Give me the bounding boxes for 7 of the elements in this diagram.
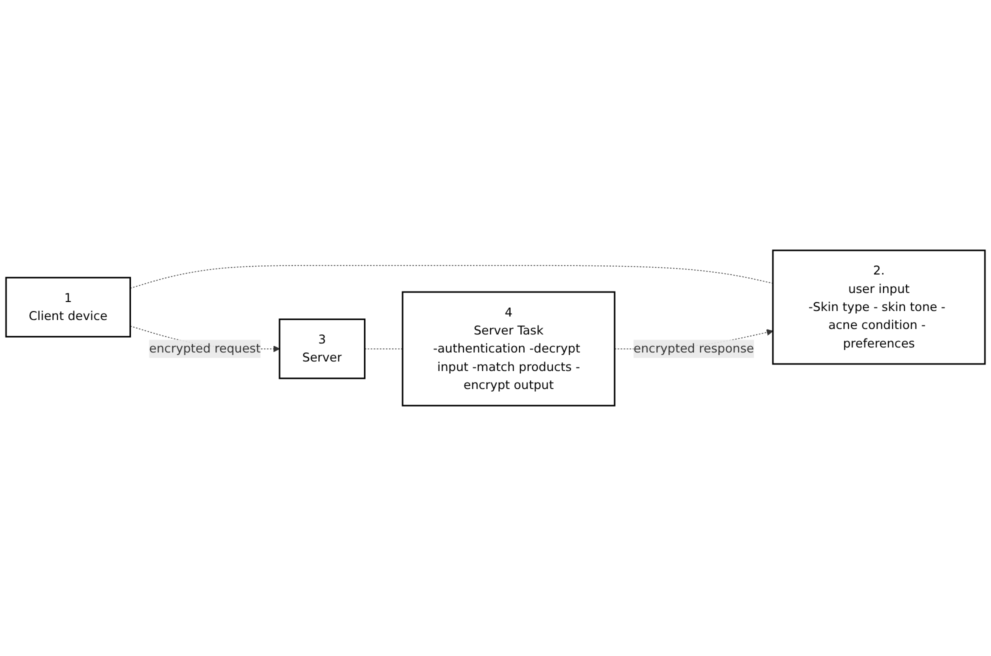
node-box: 1 Client device <box>5 276 131 338</box>
edge-label: encrypted request <box>149 341 261 356</box>
node-box: 4 Server Task -authentication -decrypt input -match products -encrypt output <box>402 291 616 406</box>
connector <box>364 348 403 350</box>
node-box: 3 Server <box>278 318 366 380</box>
node-box: 2. user input -Skin type - skin tone - acne condition - preferences <box>772 250 986 365</box>
edge-label: encrypted response <box>634 341 754 356</box>
